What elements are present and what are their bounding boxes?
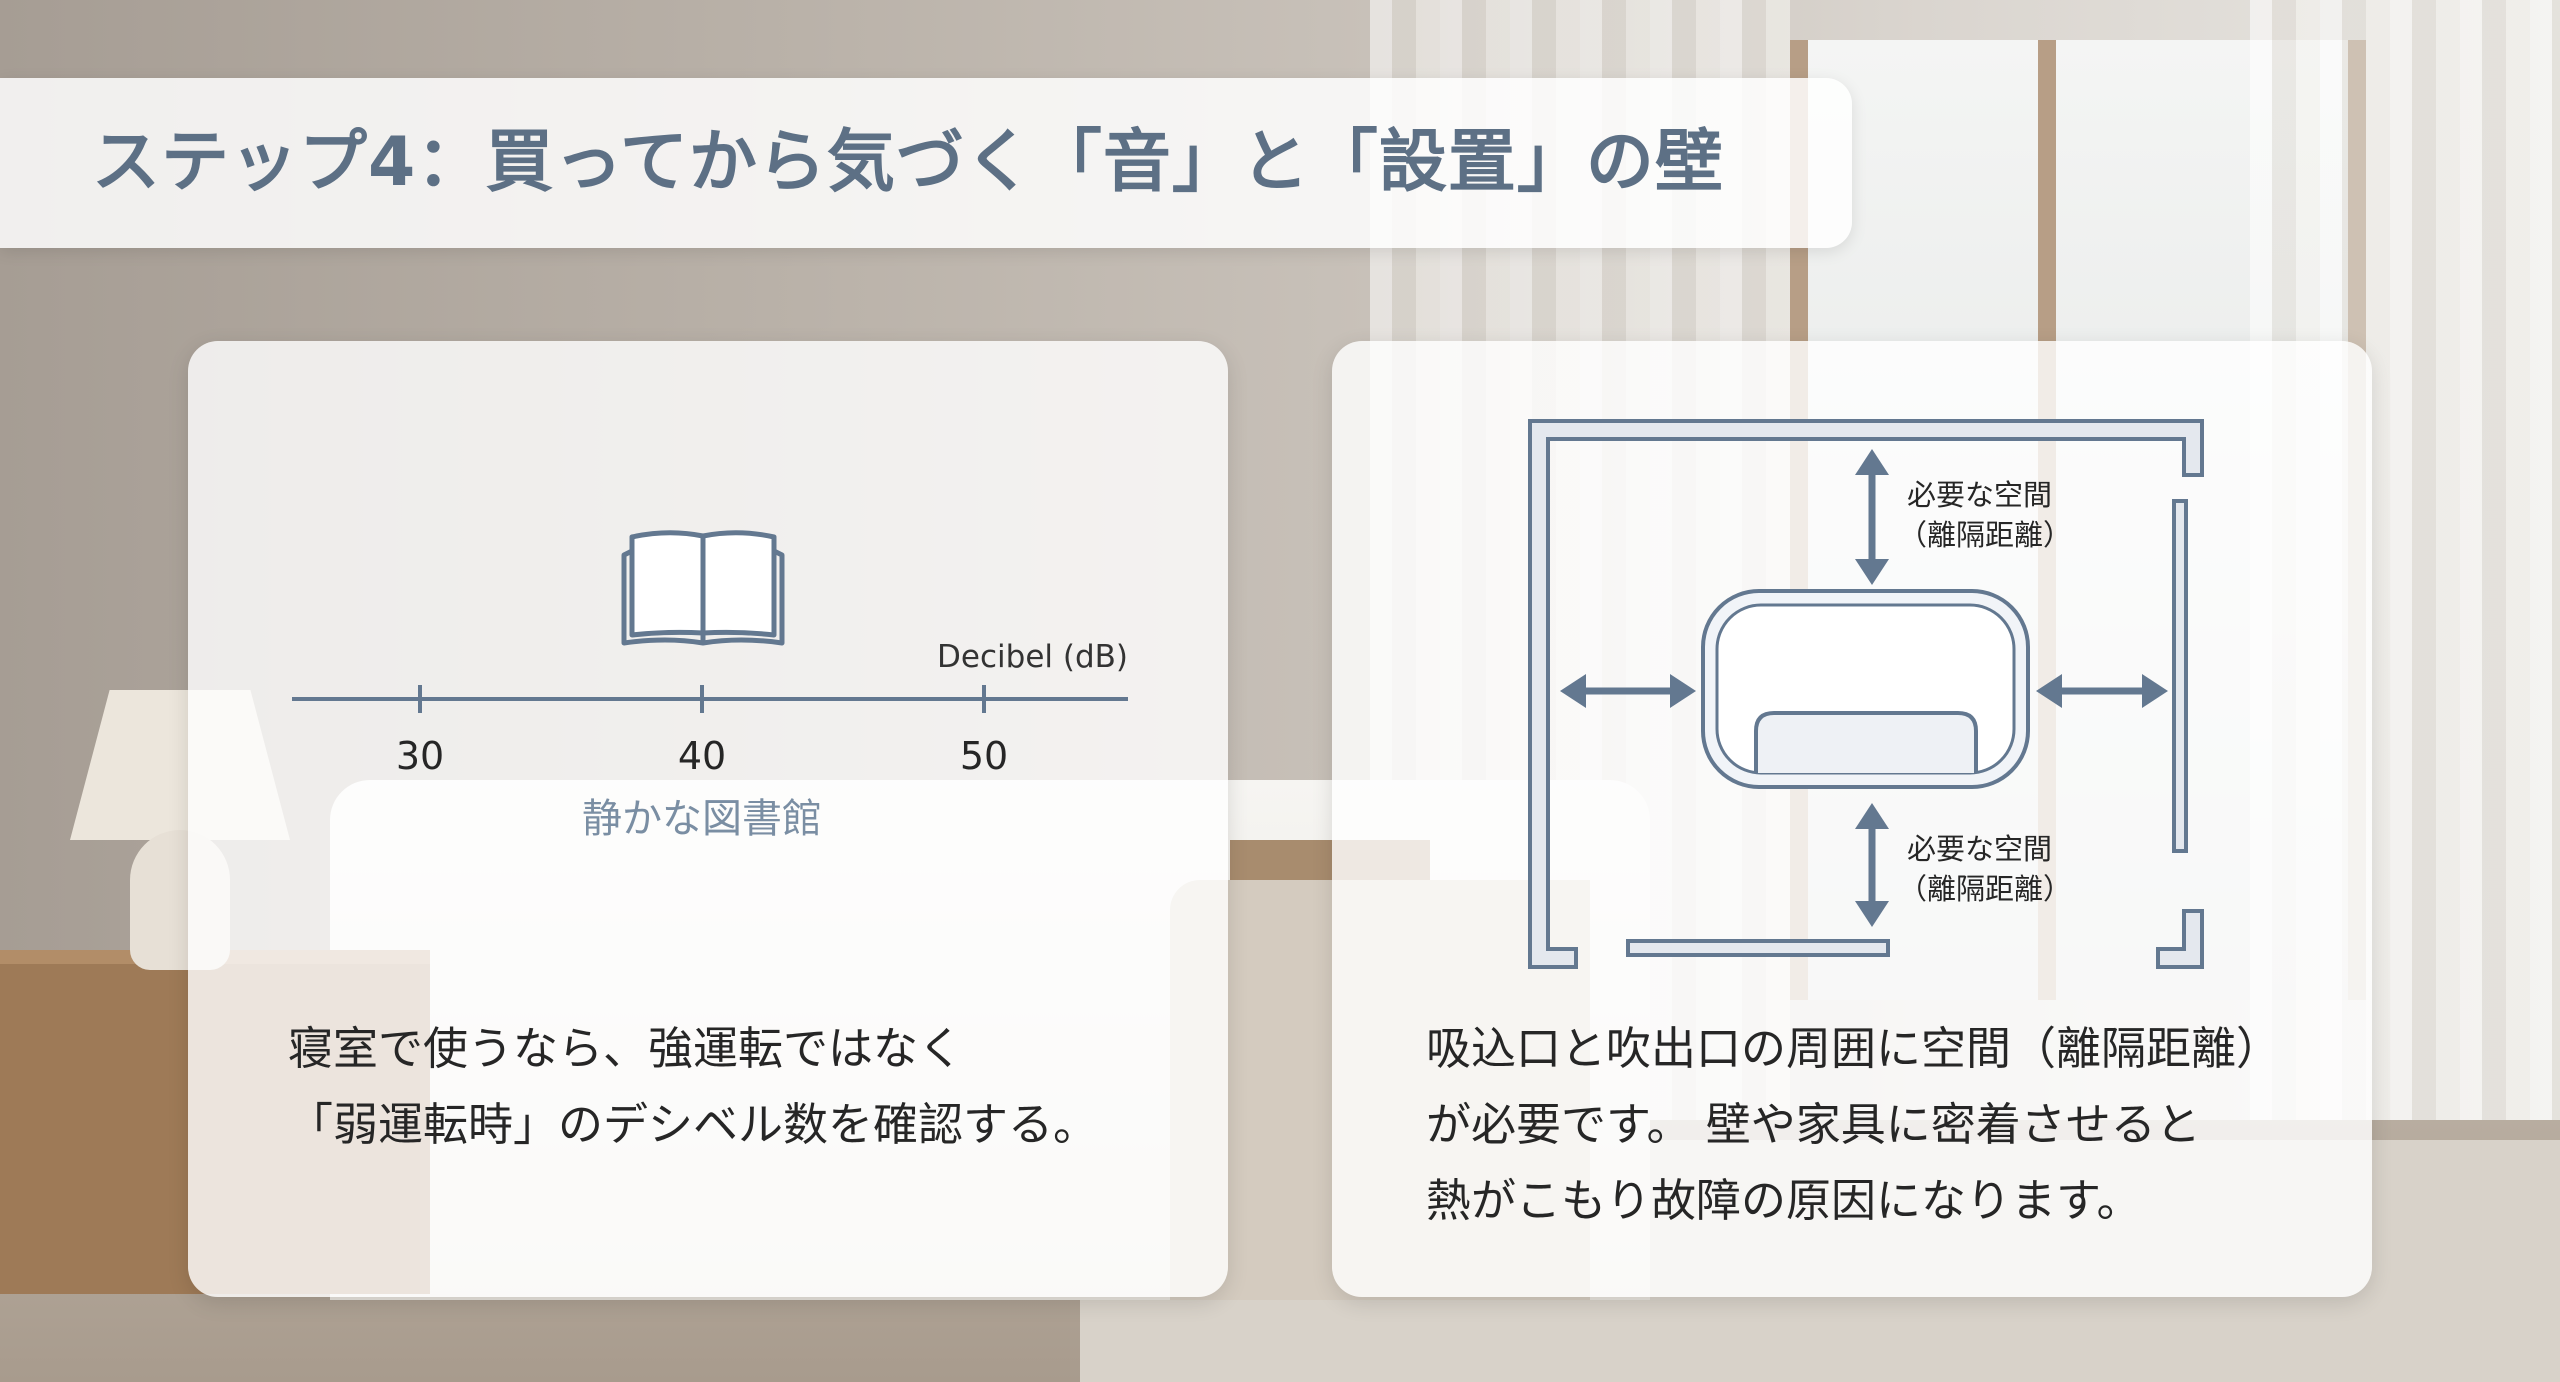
- clearance-label-bottom-sub: （離隔距離）: [1898, 872, 2072, 906]
- clearance-label-top: 必要な空間: [1907, 478, 2052, 512]
- room-walls: [1528, 419, 2204, 969]
- noise-description-line-2: 「弱運転時」のデシベル数を確認する。: [288, 1098, 1099, 1151]
- air-conditioner-unit: [1701, 589, 2030, 789]
- scale-unit-label: Decibel (dB): [937, 639, 1128, 675]
- arrow-left: [1560, 674, 1696, 708]
- noise-description: 寝室で使うなら、強運転ではなく 「弱運転時」のデシベル数を確認する。: [288, 1011, 1098, 1163]
- clearance-description-line-3: 熱がこもり故障の原因になります。: [1426, 1174, 2142, 1227]
- tick-label-50: 50: [960, 734, 1008, 778]
- clearance-label-bottom: 必要な空間: [1907, 832, 2052, 866]
- clearance-card: 必要な空間 （離隔距離） 必要な空間 （離隔距離） 吸込口と吹出口の周囲に空間（…: [1332, 341, 2372, 1297]
- arrow-right: [2036, 674, 2168, 708]
- tick-label-30: 30: [396, 734, 444, 778]
- noise-description-line-1: 寝室で使うなら、強運転ではなく: [288, 1022, 964, 1075]
- clearance-label-top-sub: （離隔距離）: [1898, 518, 2072, 552]
- title-banner: ステップ4：買ってから気づく「音」と「設置」の壁: [0, 78, 1852, 248]
- tick-label-40: 40: [678, 734, 726, 778]
- page-title: ステップ4：買ってから気づく「音」と「設置」の壁: [92, 123, 1724, 202]
- arrow-up: [1855, 449, 1889, 585]
- clearance-description: 吸込口と吹出口の周囲に空間（離隔距離） が必要です。 壁や家具に密着させると 熱…: [1426, 1011, 2281, 1239]
- clearance-description-line-2: が必要です。 壁や家具に密着させると: [1426, 1098, 2201, 1151]
- decibel-scale-diagram: Decibel (dB) 30 40 50 静かな図書館: [292, 530, 1128, 842]
- open-book-icon: [621, 530, 785, 646]
- clearance-diagram: 必要な空間 （離隔距離） 必要な空間 （離隔距離）: [1528, 419, 2204, 969]
- noise-card: Decibel (dB) 30 40 50 静かな図書館 寝室で使うなら、強運転…: [188, 341, 1228, 1297]
- marker-label: 静かな図書館: [582, 796, 822, 842]
- arrow-down: [1855, 803, 1889, 927]
- clearance-description-line-1: 吸込口と吹出口の周囲に空間（離隔距離）: [1426, 1022, 2282, 1075]
